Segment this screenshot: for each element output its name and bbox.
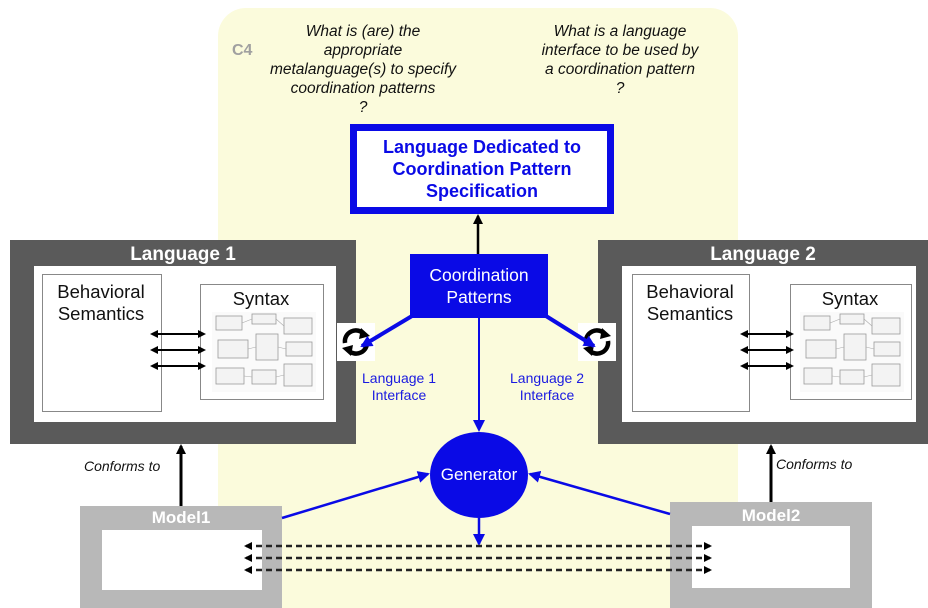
patterns-to-interface2-arrow	[544, 314, 596, 348]
cycle-arrows-icon	[578, 323, 616, 361]
language1-syntax-label: Syntax	[232, 288, 290, 309]
model1-to-generator-arrow	[281, 471, 430, 520]
language1-semantics-box	[42, 274, 162, 412]
coordination-line-2: Patterns	[446, 287, 512, 307]
dedicated-line-3: Specification	[425, 181, 539, 201]
language2-semantics-label: Behavioral Semantics	[646, 281, 734, 324]
language2-semantics-box	[632, 274, 750, 412]
language1-interface-label: Language 1 Interface	[362, 370, 436, 403]
language1-semantics-label: Behavioral Semantics	[57, 281, 145, 324]
dedicated-line-1: Language Dedicated to	[382, 137, 582, 157]
model1-title: Model1	[151, 508, 211, 527]
question-interface: What is a language interface to be used …	[541, 23, 699, 97]
model1-inner	[102, 530, 262, 590]
coordination-line-1: Coordination	[429, 265, 529, 285]
language1-title: Language 1	[130, 244, 236, 265]
region-label: C4	[232, 42, 253, 59]
language2-title: Language 2	[710, 244, 816, 265]
model2-title: Model2	[741, 506, 801, 525]
coordination-patterns-box: Coordination Patterns	[410, 254, 548, 318]
model2-conforms-label: Conforms to	[776, 456, 853, 472]
language2-interface-label: Language 2 Interface	[510, 370, 584, 403]
model2-to-generator-arrow	[528, 470, 671, 516]
language2-syntax-label: Syntax	[821, 288, 879, 309]
model1-conforms-label: Conforms to	[84, 458, 161, 474]
language2-metamodel-thumbnail	[800, 312, 904, 392]
question-metalanguage: What is (are) the appropriate metalangua…	[269, 23, 457, 116]
language1-metamodel-thumbnail	[212, 312, 316, 392]
dedicated-line-2: Coordination Pattern	[392, 159, 572, 179]
dedicated-language-box: Language Dedicated to Coordination Patte…	[350, 124, 614, 214]
model2-inner	[692, 526, 850, 588]
generator-node: Generator	[430, 432, 528, 518]
patterns-to-interface1-arrow	[360, 314, 414, 348]
